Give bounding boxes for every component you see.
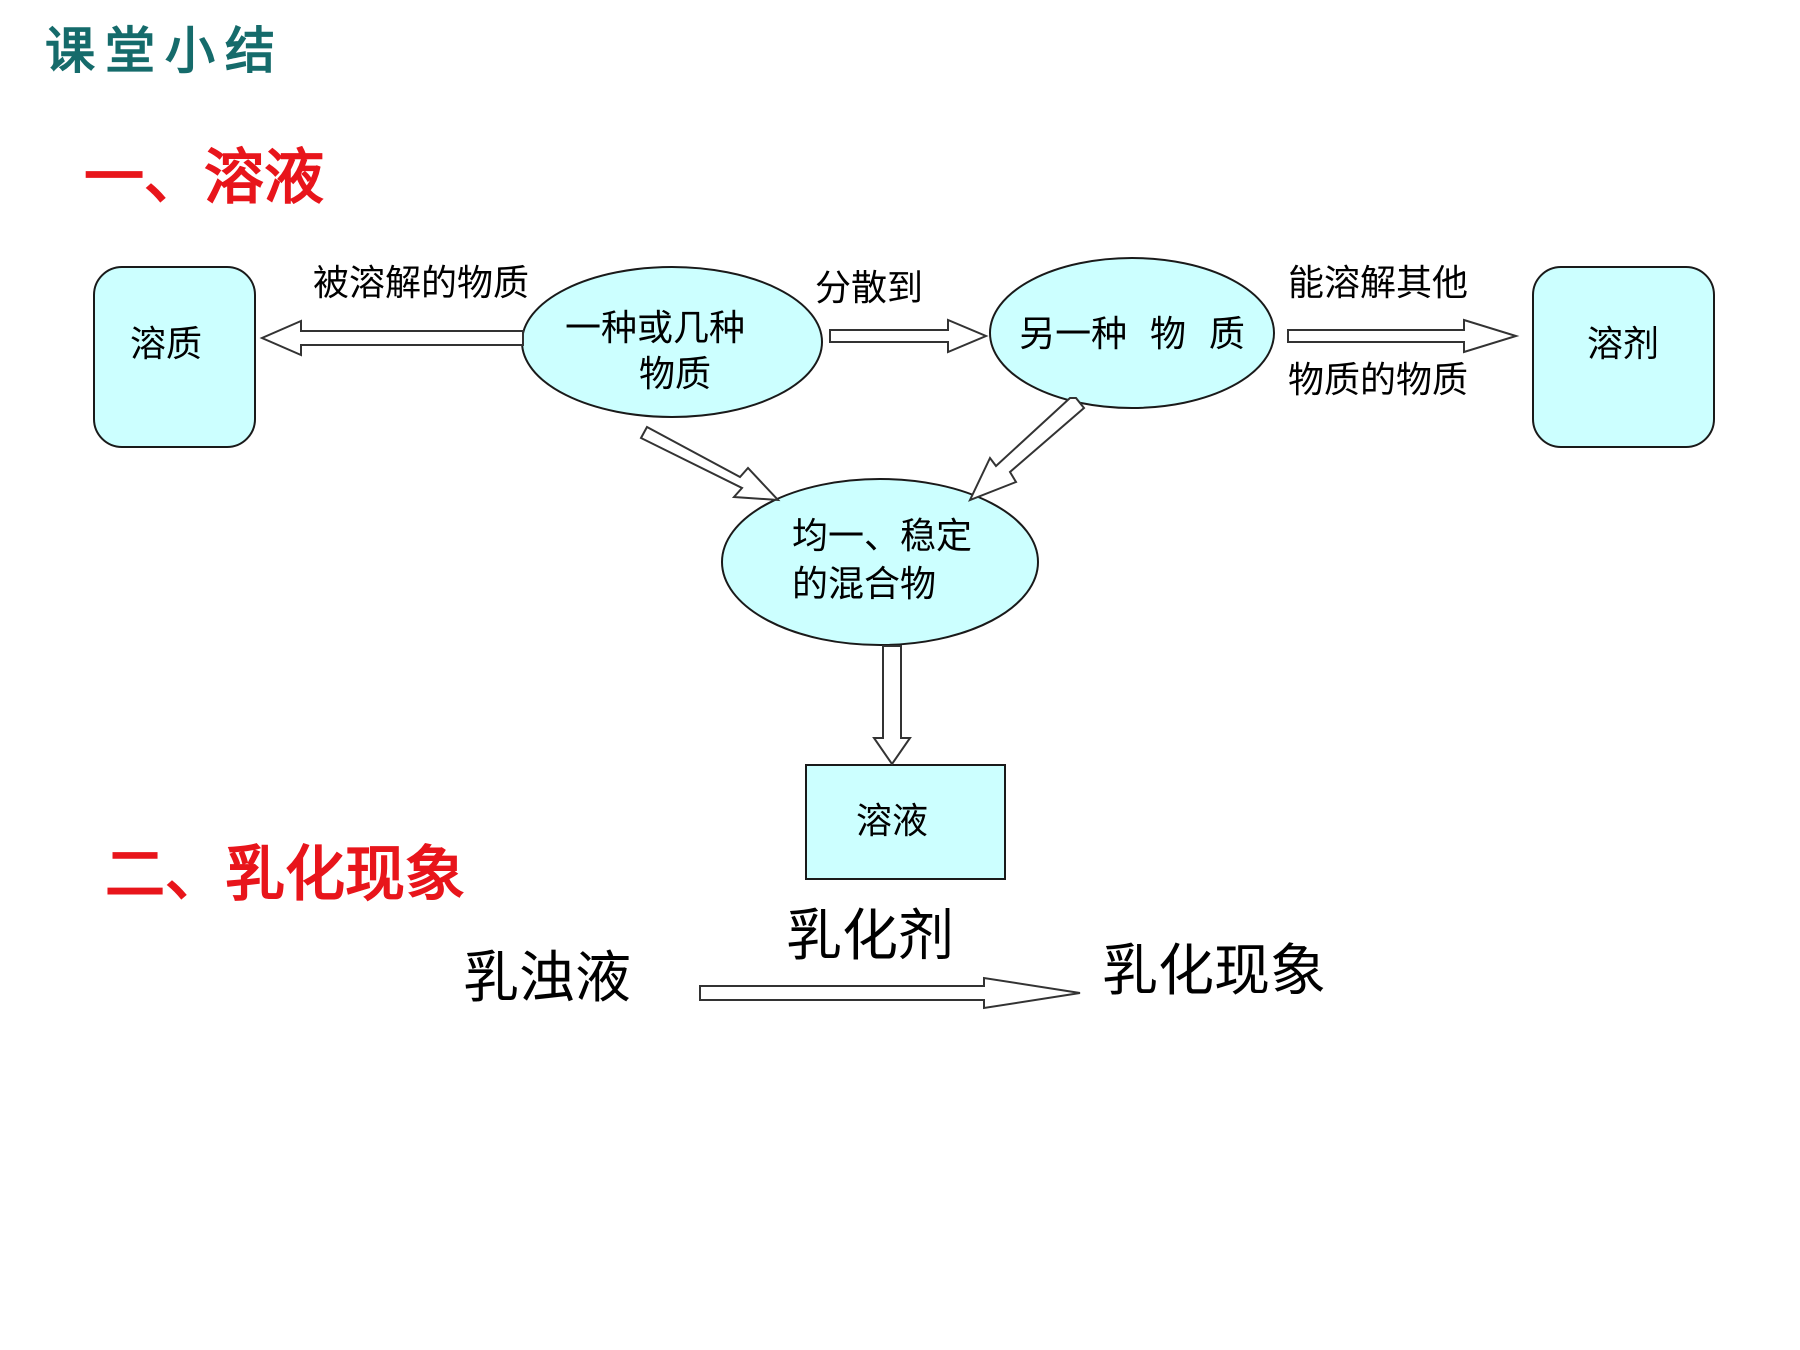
emulsifier-text: 乳化剂	[786, 904, 954, 969]
mixture-label-line2: 的混合物	[792, 564, 936, 605]
arrow-to-solute	[259, 319, 524, 357]
solvent-label: 溶剂	[1587, 324, 1659, 365]
arrow-substance-two-to-mixture	[968, 397, 1086, 502]
substance-one-label-line2: 物质	[639, 354, 711, 395]
edge-label-can-dissolve-other: 能溶解其他	[1288, 263, 1468, 304]
mixture-label-line1: 均一、稳定	[792, 516, 972, 557]
emulsification-text: 乳化现象	[1102, 939, 1326, 1004]
solute-node	[93, 266, 256, 448]
arrow-emulsify	[699, 976, 1081, 1010]
substance-one-label-line1: 一种或几种	[565, 308, 745, 349]
substance-two-node	[989, 257, 1275, 409]
edge-label-dissolved-substance: 被溶解的物质	[313, 263, 529, 304]
solute-label: 溶质	[130, 324, 202, 365]
solvent-node	[1532, 266, 1715, 448]
arrow-substance-one-to-mixture	[639, 425, 781, 502]
edge-label-substance-of-substance: 物质的物质	[1288, 360, 1468, 401]
solution-node	[805, 764, 1006, 880]
edge-label-disperse-into: 分散到	[815, 268, 923, 309]
page-title: 课堂小结	[45, 21, 285, 80]
substance-two-label: 另一种 物 质	[1019, 314, 1245, 355]
arrow-to-solution	[872, 645, 912, 766]
arrow-to-solvent	[1287, 318, 1520, 354]
section-two-title: 二、乳化现象	[105, 840, 465, 910]
emulsion-text: 乳浊液	[463, 946, 631, 1011]
mixture-node	[721, 478, 1039, 646]
arrow-disperse	[829, 318, 989, 354]
section-one-title: 一、溶液	[84, 143, 324, 213]
solution-label: 溶液	[856, 801, 928, 842]
